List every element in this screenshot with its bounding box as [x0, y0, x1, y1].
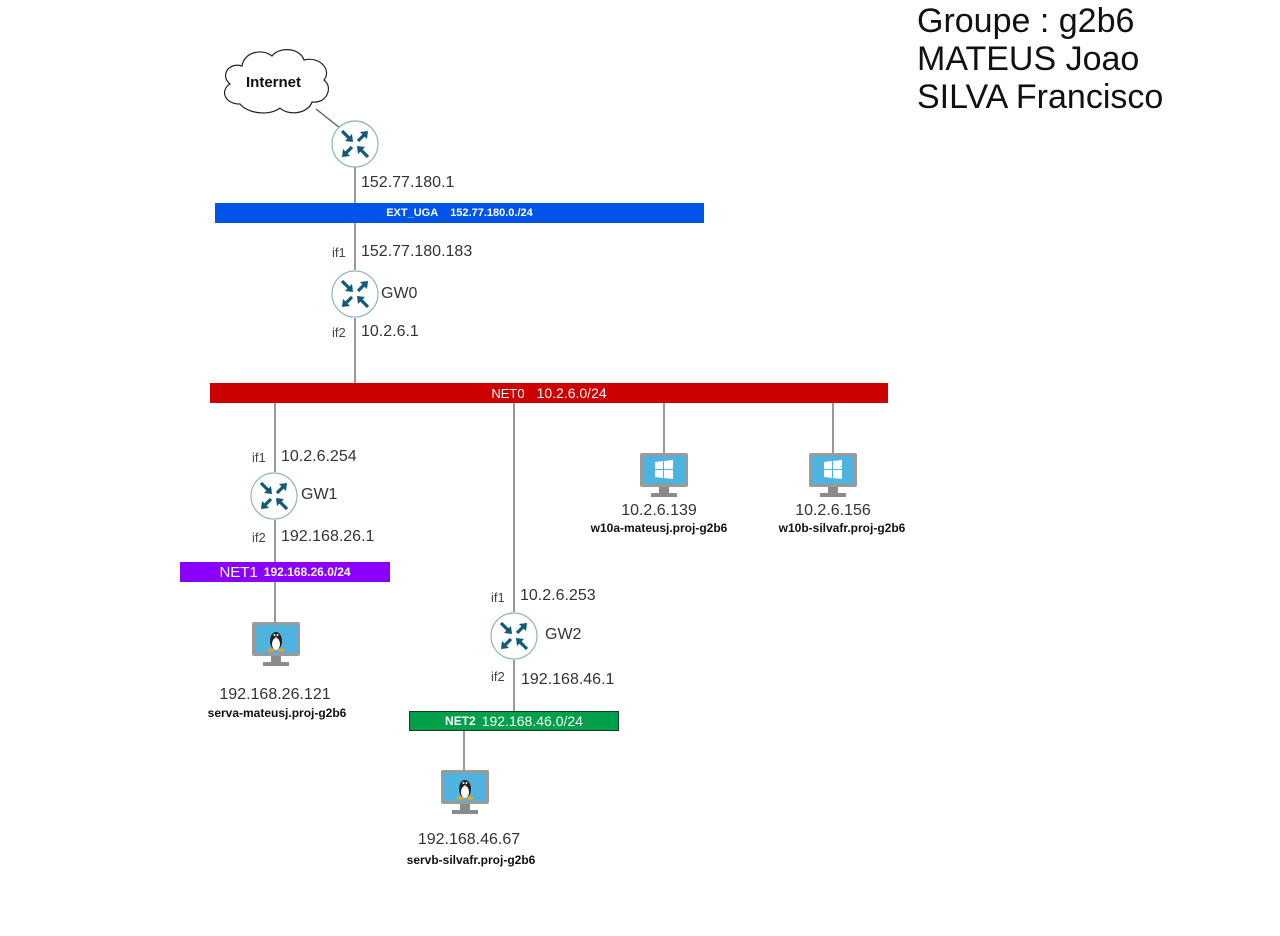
net1-subnet: 192.168.26.0/24 — [263, 565, 351, 579]
gw0-label: GW0 — [381, 285, 418, 302]
ext-subnet: 152.77.180.0./24 — [450, 207, 533, 219]
serva-linux-server-icon[interactable] — [250, 620, 302, 670]
w10b-windows-pc-icon[interactable] — [807, 451, 859, 501]
gw2-label: GW2 — [545, 626, 582, 643]
group-label: Groupe : g2b6 — [917, 2, 1135, 40]
bus-net2[interactable]: NET2 192.168.46.0/24 — [409, 711, 619, 731]
edge-router-icon[interactable] — [331, 120, 379, 168]
gw0-if2: if2 — [332, 325, 346, 340]
ext-name: EXT_UGA — [386, 207, 439, 219]
servb-linux-server-icon[interactable] — [439, 768, 491, 818]
gw0-if2-ip: 10.2.6.1 — [361, 323, 419, 340]
internet-label: Internet — [246, 74, 302, 91]
gw2-if1-ip: 10.2.6.253 — [520, 587, 596, 604]
net1-name: NET1 — [219, 563, 258, 581]
net0-name: NET0 — [491, 385, 525, 401]
serva-ip: 192.168.26.121 — [219, 686, 331, 703]
servb-ip: 192.168.46.67 — [417, 831, 521, 848]
edge-router-ip: 152.77.180.1 — [361, 174, 455, 191]
serva-hostname: serva-mateusj.proj-g2b6 — [207, 706, 347, 720]
servb-hostname: servb-silvafr.proj-g2b6 — [406, 853, 536, 867]
gw0-if1: if1 — [332, 245, 346, 260]
net0-subnet: 10.2.6.0/24 — [536, 385, 607, 401]
wire-internet-edge — [315, 108, 341, 129]
member-2: SILVA Francisco — [917, 78, 1164, 116]
gw0-router-icon[interactable] — [331, 270, 379, 318]
bus-net1[interactable]: NET1 192.168.26.0/24 — [180, 562, 390, 582]
gw1-if2-ip: 192.168.26.1 — [281, 528, 375, 545]
gw1-if2: if2 — [252, 530, 266, 545]
group-info: Groupe : g2b6 MATEUS Joao SILVA Francisc… — [917, 2, 1163, 116]
w10b-hostname: w10b-silvafr.proj-g2b6 — [778, 521, 906, 535]
cloud-icon — [223, 49, 329, 114]
w10a-hostname: w10a-mateusj.proj-g2b6 — [590, 521, 728, 535]
net2-name: NET2 — [445, 714, 476, 728]
net2-subnet: 192.168.46.0/24 — [481, 713, 583, 729]
gw0-if1-ip: 152.77.180.183 — [361, 243, 473, 260]
gw1-router-icon[interactable] — [250, 472, 298, 520]
bus-net0[interactable]: NET0 10.2.6.0/24 — [210, 383, 888, 403]
w10b-ip: 10.2.6.156 — [795, 502, 871, 519]
gw1-if1: if1 — [252, 450, 266, 465]
bus-ext-uga[interactable]: EXT_UGA 152.77.180.0./24 — [215, 203, 704, 223]
gw2-if2: if2 — [491, 669, 505, 684]
gw1-if1-ip: 10.2.6.254 — [281, 448, 357, 465]
member-1: MATEUS Joao — [917, 40, 1140, 78]
gw2-router-icon[interactable] — [490, 612, 538, 660]
w10a-ip: 10.2.6.139 — [621, 502, 697, 519]
gw1-label: GW1 — [301, 486, 338, 503]
gw2-if1: if1 — [491, 590, 505, 605]
gw2-if2-ip: 192.168.46.1 — [521, 671, 615, 688]
w10a-windows-pc-icon[interactable] — [638, 451, 690, 501]
